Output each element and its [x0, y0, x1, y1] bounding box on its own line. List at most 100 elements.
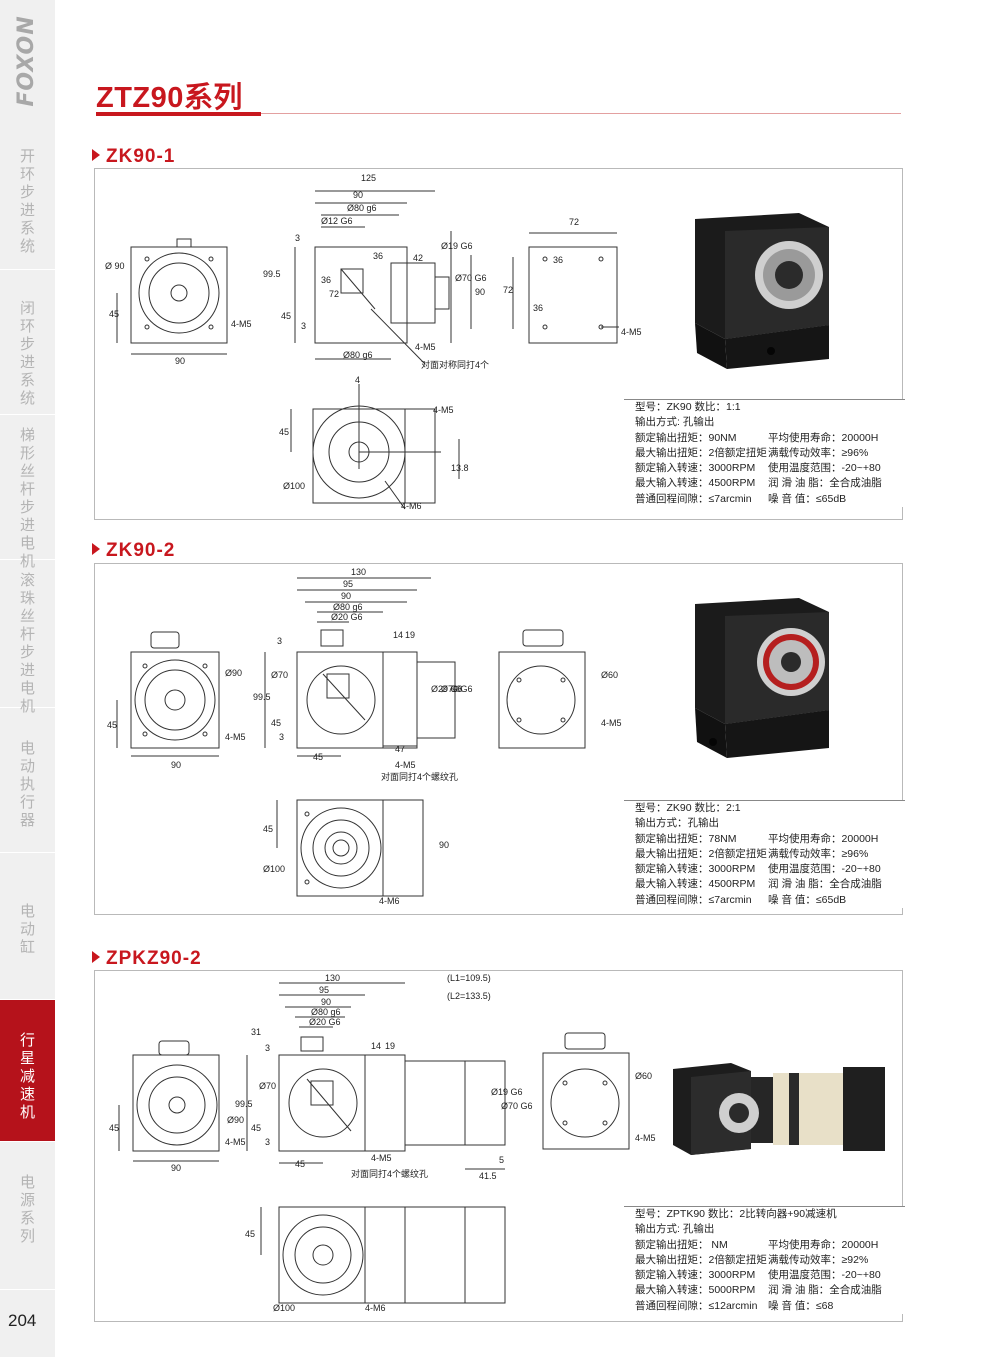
dim-label: 19 [385, 1041, 395, 1051]
technical-drawing-zk90-1: 125 90 Ø80 g6 Ø12 G6 3 36 42 Ø19 G6 Ø70 … [105, 173, 642, 511]
dim-label: 5 [499, 1155, 504, 1165]
title-divider [96, 113, 901, 114]
dim-label: 45 [251, 1123, 261, 1133]
dim-label: 14 [371, 1041, 381, 1051]
dim-label: Ø100 [273, 1303, 295, 1313]
dim-label: 3 [265, 1043, 270, 1053]
spec-cell: 普通回程间隙：≤7arcmin [635, 893, 752, 906]
dim-label: 45 [245, 1229, 255, 1239]
dim-label: 3 [301, 321, 306, 331]
dim-label: 45 [109, 309, 119, 319]
spec-cell: 额定输出扭矩：78NM [635, 832, 737, 845]
dim-label: Ø100 [263, 864, 285, 874]
spec-cell: 额定输入转速：3000RPM [635, 1269, 756, 1282]
dim-label: 对面同打4个螺纹孔 [351, 1168, 428, 1179]
dim-label: 3 [277, 636, 282, 646]
spec-cell: 使用温度范围：-20~+80 [768, 863, 881, 876]
dim-label: 90 [439, 840, 449, 850]
spec-cell: 满载传动效率：≥96% [768, 446, 869, 459]
dim-label: 3 [265, 1137, 270, 1147]
spec-cell: 额定输入转速：3000RPM [635, 462, 756, 475]
sidebar-item-electric-cylinder[interactable]: 电动缸 [0, 853, 55, 1000]
dim-label: 47 [395, 744, 405, 754]
dim-label: 36 [321, 275, 331, 285]
section-panel-zpkz90-2: 130 (L1=109.5) (L2=133.5) 95 90 Ø80 g6 Ø… [94, 970, 905, 1322]
dim-label: 3 [295, 233, 300, 243]
dim-label: 45 [271, 718, 281, 728]
spec-cell: 型号：ZK90 数比：2:1 [635, 802, 741, 814]
spec-cell: 噪 音 值：≤65dB [768, 492, 847, 505]
sidebar-item-electric-actuator[interactable]: 电动执行器 [0, 708, 55, 853]
dim-label: 4-M5 [601, 718, 622, 728]
spec-cell: 润 滑 油 脂：全合成油脂 [768, 878, 882, 891]
dim-label: 99.5 [235, 1099, 253, 1109]
spec-cell: 满载传动效率：≥92% [768, 1253, 869, 1266]
spec-cell: 额定输入转速：3000RPM [635, 863, 756, 876]
spec-cell: 平均使用寿命：20000H [768, 431, 879, 444]
dim-label: Ø19 G6 [441, 241, 473, 251]
dim-label: 125 [361, 173, 376, 183]
dim-label: 36 [553, 255, 563, 265]
dim-label: 130 [351, 567, 366, 577]
triangle-icon [92, 950, 100, 963]
spec-cell: 输出方式: 孔输出 [635, 416, 715, 429]
spec-cell: 满载传动效率：≥96% [768, 847, 869, 860]
spec-cell: 普通回程间隙：≤12arcmin [635, 1299, 758, 1312]
spec-cell: 噪 音 值：≤65dB [768, 893, 847, 906]
spec-cell: 平均使用寿命：20000H [768, 1238, 879, 1251]
dim-label: 4-M5 [395, 760, 416, 770]
section-heading-text: ZK90-1 [106, 146, 176, 167]
spec-cell: 润 滑 油 脂：全合成油脂 [768, 1284, 882, 1297]
dim-label: 4-M6 [401, 501, 422, 511]
spec-cell: 使用温度范围：-20~+80 [768, 1269, 881, 1282]
dim-label: (L2=133.5) [447, 991, 491, 1001]
dim-label: 36 [373, 251, 383, 261]
technical-drawing-zpkz90-2: 130 (L1=109.5) (L2=133.5) 95 90 Ø80 g6 Ø… [109, 973, 656, 1313]
dim-label: Ø20 G6 [331, 612, 363, 622]
dim-label: 95 [319, 985, 329, 995]
dim-label: Ø70 [259, 1081, 276, 1091]
section-heading-text: ZPKZ90-2 [106, 948, 202, 969]
dim-label: 45 [295, 1159, 305, 1169]
triangle-icon [92, 148, 100, 161]
brand-logo-text: FOXON [14, 15, 39, 107]
dim-label: Ø90 [227, 1115, 244, 1125]
sidebar-item-ball-screw-motor[interactable]: 滚珠丝杆步进电机 [0, 560, 55, 715]
spec-cell: 输出方式：孔输出 [635, 817, 719, 830]
dim-label: 99.5 [263, 269, 281, 279]
sidebar-item-open-loop-stepper[interactable]: 开环步进系统 [0, 130, 55, 270]
spec-cell: 平均使用寿命：20000H [768, 832, 879, 845]
sidebar-item-closed-loop-stepper[interactable]: 闭环步进系统 [0, 270, 55, 415]
technical-drawing-zk90-2: 130 95 90 Ø80 g6 Ø20 G6 3 14 19 Ø70 99.5… [107, 567, 622, 906]
product-photo-zk90-2 [695, 598, 829, 758]
dim-label: 4-M6 [379, 896, 400, 906]
sidebar-item-trapezoid-screw-motor[interactable]: 梯形丝杆步进电机 [0, 415, 55, 570]
dim-label: 41.5 [479, 1171, 497, 1181]
dim-label: 4-M5 [621, 327, 642, 337]
sidebar-item-planetary-reducer[interactable]: 行星减速机 [0, 1000, 55, 1142]
sidebar-item-power-supply[interactable]: 电源系列 [0, 1142, 55, 1290]
dim-label: Ø19 G6 [491, 1087, 523, 1097]
spec-cell: 最大输入转速：4500RPM [635, 477, 756, 490]
sidebar-item-label: 滚珠丝杆步进电机 [19, 572, 35, 715]
dim-label: Ø12 G6 [321, 216, 353, 226]
dim-label: 31 [251, 1027, 261, 1037]
dim-label: 4-M5 [433, 405, 454, 415]
dim-label: Ø70 [271, 670, 288, 680]
dim-label: 90 [353, 190, 363, 200]
dim-label: Ø80 g6 [343, 350, 373, 360]
spec-table-zk90-2: 型号：ZK90 数比：2:1 输出方式：孔输出 额定输出扭矩：78NM 平均使用寿… [624, 800, 905, 909]
dim-label: Ø100 [283, 481, 305, 491]
dim-label: Ø60 [635, 1071, 652, 1081]
brand-logo: FOXON [12, 14, 42, 109]
section-panel-zk90-1: 125 90 Ø80 g6 Ø12 G6 3 36 42 Ø19 G6 Ø70 … [94, 168, 905, 520]
dim-label: 72 [329, 289, 339, 299]
dim-label: 4-M5 [225, 732, 246, 742]
dim-label: 90 [171, 760, 181, 770]
dim-label: 90 [175, 356, 185, 366]
dim-label: Ø 90 [105, 261, 125, 271]
spec-cell: 最大输出扭矩：2倍额定扭矩 [635, 1253, 767, 1266]
spec-cell: 输出方式: 孔输出 [635, 1223, 715, 1236]
dim-label: (L1=109.5) [447, 973, 491, 983]
dim-label: 90 [341, 591, 351, 601]
